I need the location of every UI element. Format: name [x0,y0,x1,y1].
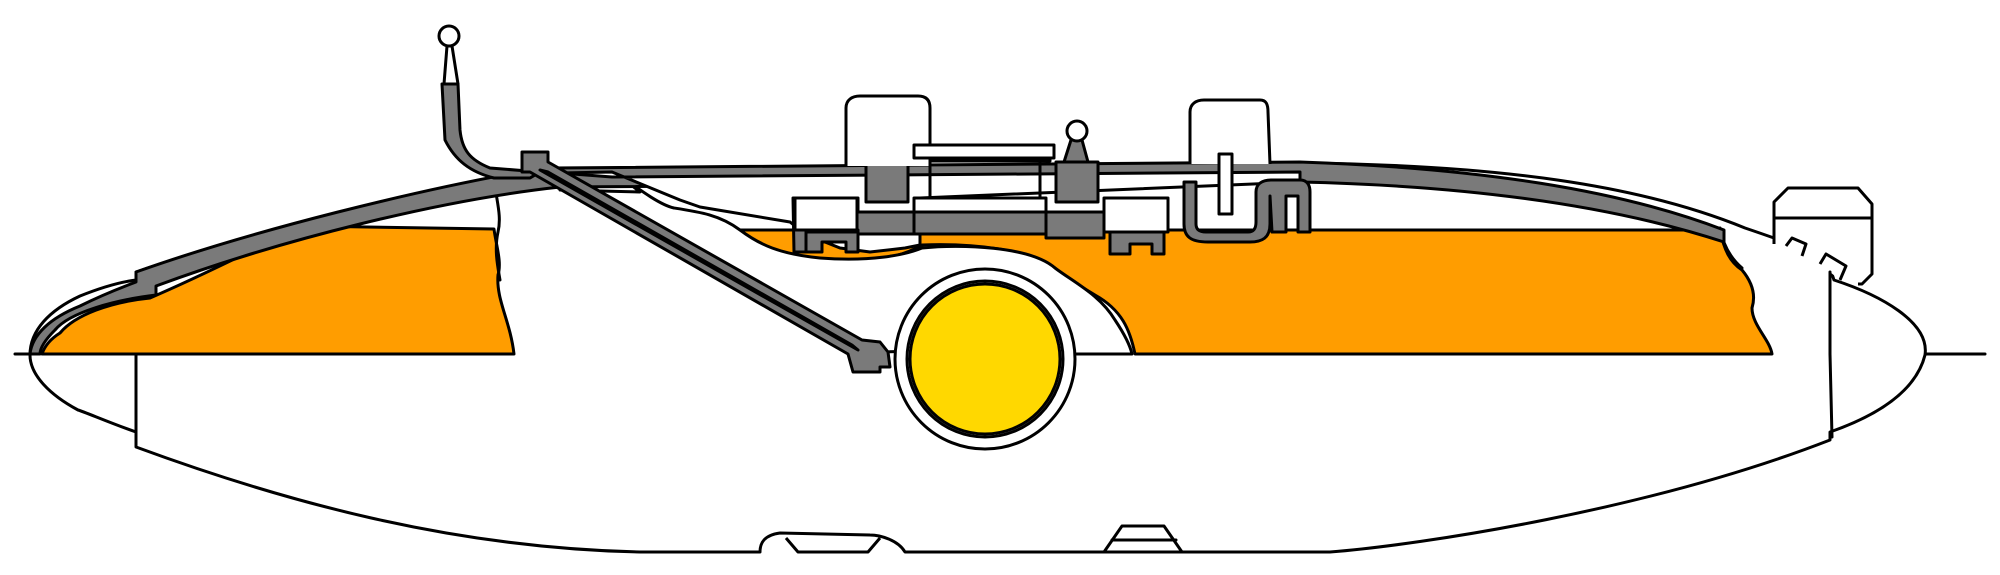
deck-dome-aft [1188,98,1272,165]
pipe-runner-mid [912,196,1048,214]
pipe-flange-aft [1054,160,1100,204]
deckhouse-window-1 [1784,236,1808,257]
pump-valve-right [1065,119,1089,143]
riser-pipe-inner [538,168,860,352]
deckhouse-window-2 [1818,252,1848,281]
cylindrical-tank [908,282,1062,436]
loop-pipe-aft [1182,178,1312,244]
pipe-flange-forward [864,160,910,204]
forward-cargo-hold [40,224,516,356]
forward-mast-valve [437,24,461,48]
pump-foot-forward [804,230,860,254]
loop-vent-stem [1217,152,1234,216]
deck-dome-cap [912,143,1056,160]
pump-housing-aft [1102,196,1170,234]
deck-dome-forward [844,94,932,166]
forward-mast-stem [442,44,460,86]
pump-valve-stem-right [1062,138,1090,164]
pump-foot-aft [1108,230,1166,256]
keel-fin-forward [784,537,882,554]
pump-manifold-aft [1044,210,1106,240]
pipe-runner-grey [912,210,1048,236]
stern-bulkhead [1828,270,1834,439]
pump-housing-forward [793,196,859,232]
aft-deckhouse [1772,186,1874,286]
